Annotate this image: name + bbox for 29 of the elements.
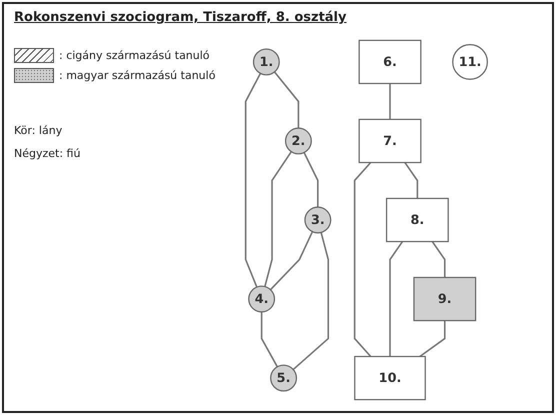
legend-text: : magyar származású tanuló	[59, 69, 216, 82]
node-box	[386, 198, 449, 242]
connector	[270, 231, 314, 290]
node-circle	[270, 364, 298, 392]
connector	[432, 241, 446, 278]
node-box	[413, 276, 476, 322]
node-circle	[284, 128, 312, 154]
node-circle	[304, 206, 332, 234]
connector	[389, 84, 391, 120]
title: Rokonszenvi szociogram, Tiszaroff, 8. osztály	[14, 10, 346, 25]
connector	[274, 71, 300, 128]
legend-text: : cigány származású tanuló	[59, 49, 210, 62]
connector	[260, 312, 278, 368]
node-circle	[452, 44, 488, 80]
node-box	[358, 118, 422, 164]
note-text: Négyzet: fiú	[14, 147, 80, 160]
connector	[389, 241, 404, 356]
connector	[264, 151, 292, 287]
connector	[354, 162, 372, 358]
connector	[419, 320, 446, 358]
connector	[303, 152, 319, 208]
node-box	[354, 356, 426, 400]
node-circle	[248, 286, 276, 312]
connector	[404, 162, 418, 198]
note-text: Kör: lány	[14, 124, 64, 137]
node-box	[358, 40, 422, 84]
connector	[244, 72, 262, 288]
connector	[292, 232, 330, 370]
node-circle	[252, 48, 280, 76]
